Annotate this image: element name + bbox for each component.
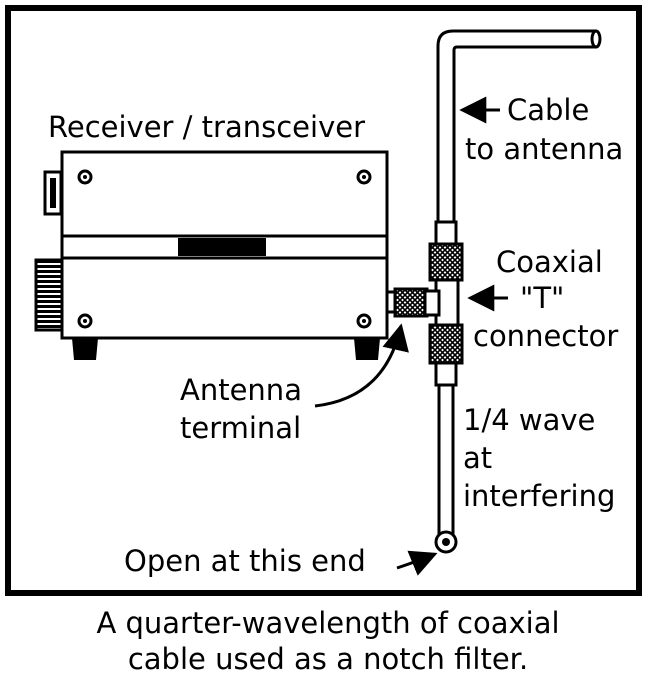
open-end-label: Open at this end bbox=[124, 544, 366, 578]
caption-line1: A quarter-wavelength of coaxial bbox=[96, 606, 560, 640]
wave-label-line2: at bbox=[463, 441, 492, 475]
antenna-cable-end bbox=[590, 29, 602, 49]
antenna-terminal-arrow bbox=[314, 323, 409, 408]
wave-label-line3: interfering bbox=[463, 479, 615, 513]
tuning-knob-icon bbox=[34, 258, 64, 332]
cable-label-line1: Cable bbox=[507, 93, 589, 127]
caption-line2: cable used as a notch filter. bbox=[127, 642, 529, 676]
screw-icon bbox=[77, 313, 93, 329]
receiver-upper-case bbox=[60, 150, 389, 238]
receiver-label: Receiver / transceiver bbox=[48, 110, 365, 144]
tee-label-line3: connector bbox=[473, 319, 618, 353]
antenna-terminal-connector bbox=[393, 287, 429, 318]
screw-icon bbox=[356, 313, 372, 329]
tee-label-line1: Coaxial bbox=[496, 245, 603, 279]
receiver-box bbox=[34, 150, 389, 360]
quarter-wave-stub bbox=[437, 383, 455, 539]
screw-icon bbox=[77, 169, 93, 185]
receiver-display bbox=[178, 238, 266, 256]
cable-label-line2: to antenna bbox=[465, 132, 623, 166]
tee-lower-collar bbox=[434, 361, 458, 387]
tee-upper-nut bbox=[428, 242, 464, 282]
tee-side-arm bbox=[423, 289, 441, 317]
open-end-arrow bbox=[396, 550, 438, 576]
screw-icon bbox=[356, 169, 372, 185]
receiver-foot bbox=[354, 338, 380, 360]
antenna-terminal-label-line1: Antenna bbox=[180, 373, 302, 407]
antenna-terminal-label-line2: terminal bbox=[180, 411, 301, 445]
wave-label-line1: 1/4 wave bbox=[463, 403, 595, 437]
receiver-foot bbox=[72, 338, 98, 360]
tee-upper-collar bbox=[434, 220, 458, 246]
receiver-lower-case bbox=[60, 256, 389, 340]
tee-lower-nut bbox=[428, 323, 464, 365]
tee-label-line2: "T" bbox=[520, 281, 564, 315]
